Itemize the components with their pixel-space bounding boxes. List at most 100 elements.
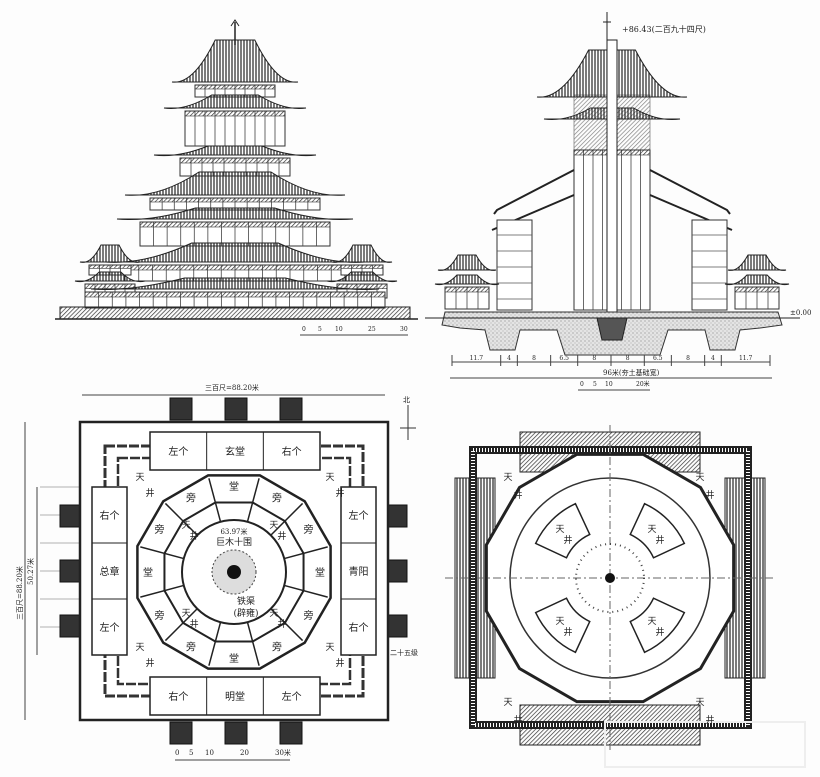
room-block [149,676,321,716]
pillar-pit [596,317,628,341]
roof [124,171,346,196]
inner-courtyard [534,597,591,654]
courtyard-label: 井 [335,487,344,499]
roof-plan [445,425,806,768]
dimension-value: 11.7 [470,355,484,362]
side-room-label: 旁 [303,523,313,536]
radial-wall [164,502,198,536]
side-bay [496,219,533,311]
radial-wall [246,622,260,666]
courtyard-label: 井 [277,530,286,542]
courtyard-label: 井 [705,489,714,501]
radial-wall [270,608,304,642]
plan-left-dimension: 三百尺=88.20米 [15,566,24,620]
courtyard-label: 天 [503,698,512,708]
bracket-set [124,264,346,271]
center-diameter-label: 63.97米 [220,527,247,536]
side-bay [691,219,728,311]
scale-tick: 5 [318,326,322,333]
plan-scale-bar: 0 5 10 20 30米 [175,748,291,761]
scale-tick: 10 [335,326,343,333]
scale-tick: 20米 [636,380,650,388]
steps-label: 二十五级 [390,648,418,657]
roof [437,254,497,271]
scale-tick: 0 [302,326,306,333]
courtyard-label: 天 [135,643,144,653]
roof [171,39,299,83]
scale-tick: 0 [580,381,584,388]
courtyard-label: 井 [190,530,199,542]
stair-block [224,397,248,421]
plan-top-dimension: 三百尺=88.20米 [205,383,259,392]
side-room-label: 旁 [303,609,313,622]
stair-block [224,721,248,745]
scale-tick: 10 [605,381,613,388]
courtyard-label: 井 [190,618,199,630]
hall-label: 堂 [229,653,239,665]
dimension-value: 8 [532,355,536,362]
roof [331,244,393,263]
dimension-value: 6.5 [653,355,663,362]
scale-tick: 30米 [275,748,291,757]
room-label: 左个 [282,690,302,703]
bracket-set [149,197,321,203]
bracket-set [194,84,276,90]
cross-section [425,12,800,356]
stair-block [59,504,83,528]
platform-outline [78,420,390,722]
central-pillar [606,39,618,341]
central-pillar [227,565,241,579]
roof [163,94,307,109]
roof [727,254,787,271]
courtyard-label: 井 [145,657,154,669]
courtyard-label: 井 [335,657,344,669]
spire [603,12,611,40]
north-label: 北 [403,396,410,404]
inner-courtyard [629,597,686,654]
roof [153,145,317,157]
courtyard-label: 天 [695,473,704,483]
side-room-label: 旁 [186,640,196,653]
finial-top [230,19,240,27]
watermark-box [604,721,806,768]
room-block [149,431,321,471]
foundation-width-label: 96米(夯土基础宽) [603,368,660,377]
bracket-set [88,264,132,269]
radial-wall [284,546,328,560]
radial-wall [140,546,184,560]
side-room-label: 旁 [272,640,282,653]
eave [493,169,575,215]
roof [434,274,500,286]
dimension-value: 6.5 [559,355,569,362]
dimension-value: 8 [592,355,596,362]
side-room-label: 旁 [272,492,282,505]
plan-inner-dimension: 50.27米 [26,558,35,585]
stair-block [59,559,83,583]
courtyard-label: 天 [503,473,512,483]
scale-tick: 5 [189,749,193,757]
courtyard-label: 天 [647,617,656,627]
room-label: 明堂 [225,691,245,703]
radial-wall [270,502,304,536]
roof [79,244,141,263]
courtyard-label: 井 [564,626,573,638]
courtyard-label: 井 [513,714,522,726]
dimension-value: 11.7 [739,355,753,362]
top-elevation-label: +86.43(二百九十四尺) [622,24,706,34]
hall-label: 堂 [143,567,153,579]
courtyard-label: 井 [705,714,714,726]
room-label: 左个 [100,621,120,634]
courtyard-label: 井 [655,626,664,638]
radial-wall [284,584,328,598]
scale-tick: 30 [400,326,408,333]
room-label: 青阳 [349,565,369,578]
courtyard-label: 天 [556,617,565,627]
elevation-scale-bar: 0 5 10 25 30 [300,326,408,336]
room-block [340,486,377,656]
hall-label: 堂 [315,567,325,579]
north-arrow-icon [400,405,416,440]
room-label: 右个 [100,509,120,522]
